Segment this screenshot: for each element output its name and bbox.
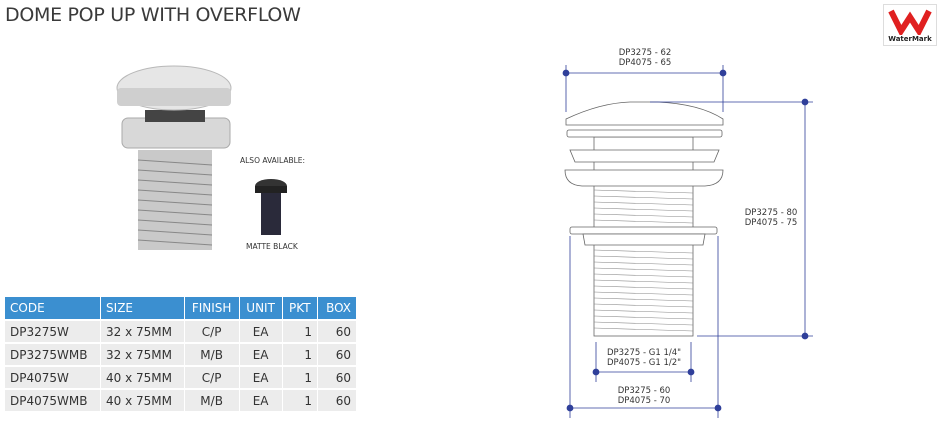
cell-unit: EA bbox=[239, 319, 283, 343]
cell-pkt: 1 bbox=[282, 388, 318, 411]
matte-black-photo bbox=[255, 179, 287, 235]
cell-box: 60 bbox=[317, 319, 358, 343]
cell-size: 32 x 75MM bbox=[100, 342, 185, 366]
col-unit: UNIT bbox=[239, 297, 283, 320]
watermark-logo: WaterMark bbox=[883, 4, 937, 46]
also-available-label: ALSO AVAILABLE: bbox=[240, 156, 306, 165]
col-box: BOX bbox=[317, 297, 358, 320]
cell-finish: M/B bbox=[184, 342, 240, 366]
cell-size: 32 x 75MM bbox=[100, 319, 185, 343]
cell-size: 40 x 75MM bbox=[100, 365, 185, 389]
cell-box: 60 bbox=[317, 388, 358, 411]
cell-size: 40 x 75MM bbox=[100, 388, 185, 411]
top-width-label-1: DP3275 - 62 bbox=[619, 48, 672, 58]
col-finish: FINISH bbox=[184, 297, 240, 320]
chrome-waste-photo bbox=[116, 65, 232, 250]
thread-label-2: DP4075 - G1 1/2" bbox=[607, 358, 681, 368]
cell-code: DP3275WMB bbox=[5, 342, 102, 366]
height-label-1: DP3275 - 80 bbox=[745, 208, 798, 218]
flange-label-1: DP3275 - 60 bbox=[618, 386, 671, 396]
page-title: DOME POP UP WITH OVERFLOW bbox=[5, 4, 301, 26]
cell-pkt: 1 bbox=[282, 319, 318, 343]
matte-black-label: MATTE BLACK bbox=[246, 242, 298, 251]
cell-box: 60 bbox=[317, 342, 358, 366]
cell-finish: C/P bbox=[184, 365, 240, 389]
col-pkt: PKT bbox=[282, 297, 318, 320]
logo-text: WaterMark bbox=[888, 35, 932, 43]
cell-unit: EA bbox=[239, 365, 283, 389]
top-width-label-2: DP4075 - 65 bbox=[619, 58, 672, 68]
cell-box: 60 bbox=[317, 365, 358, 389]
thread-label-1: DP3275 - G1 1/4" bbox=[607, 348, 681, 358]
cell-finish: M/B bbox=[184, 388, 240, 411]
cell-code: DP4075WMB bbox=[5, 388, 102, 411]
cell-code: DP3275W bbox=[5, 319, 102, 343]
col-code: CODE bbox=[5, 297, 102, 320]
height-label-2: DP4075 - 75 bbox=[745, 218, 798, 228]
cell-pkt: 1 bbox=[282, 342, 318, 366]
cell-pkt: 1 bbox=[282, 365, 318, 389]
flange-label-2: DP4075 - 70 bbox=[618, 396, 671, 406]
watermark-w-icon bbox=[888, 9, 932, 35]
dimension-lines bbox=[562, 65, 813, 418]
waste-outline bbox=[564, 101, 724, 337]
col-size: SIZE bbox=[100, 297, 185, 320]
cell-code: DP4075W bbox=[5, 365, 102, 389]
cell-unit: EA bbox=[239, 388, 283, 411]
cell-finish: C/P bbox=[184, 319, 240, 343]
cell-unit: EA bbox=[239, 342, 283, 366]
